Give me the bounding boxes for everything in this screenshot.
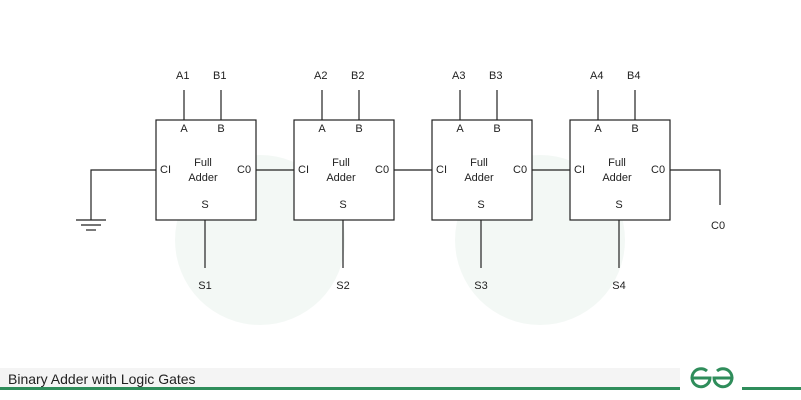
pin-b-label: B [631, 123, 638, 135]
pin-ci-label: CI [160, 164, 171, 176]
footer-caption: Binary Adder with Logic Gates [8, 371, 196, 387]
pin-b-label: B [355, 123, 362, 135]
full-adder-box [155, 119, 257, 221]
adder-title-line2: Adder [602, 172, 632, 184]
input-b-label: B2 [351, 70, 364, 82]
pin-a-label: A [318, 123, 326, 135]
input-a-label: A1 [176, 70, 189, 82]
pin-co-label: C0 [375, 164, 389, 176]
pin-b-label: B [493, 123, 500, 135]
gfg-logo [690, 367, 734, 389]
input-b-label: B3 [489, 70, 502, 82]
pin-a-label: A [456, 123, 464, 135]
footer-line-left [0, 387, 680, 390]
pin-co-label: C0 [651, 164, 665, 176]
input-a-label: A2 [314, 70, 327, 82]
full-adder-box [293, 119, 395, 221]
full-adder-box [431, 119, 533, 221]
pin-co-label: C0 [237, 164, 251, 176]
footer-band [0, 368, 680, 388]
pin-a-label: A [594, 123, 602, 135]
sum-output-label: S3 [474, 280, 487, 292]
sum-output-label: S2 [336, 280, 349, 292]
sum-output-label: S4 [612, 280, 625, 292]
pin-ci-label: CI [298, 164, 309, 176]
ground-symbol [76, 169, 156, 231]
pin-ci-label: CI [574, 164, 585, 176]
pin-s-label: S [477, 199, 484, 211]
adder-title-line1: Full [470, 157, 488, 169]
pin-s-label: S [615, 199, 622, 211]
adder-title-line2: Adder [188, 172, 218, 184]
input-b-label: B1 [213, 70, 226, 82]
adder-title-line2: Adder [326, 172, 356, 184]
full-adder-box [569, 119, 671, 221]
pin-a-label: A [180, 123, 188, 135]
pin-s-label: S [201, 199, 208, 211]
sum-output-label: S1 [198, 280, 211, 292]
pin-co-label: C0 [513, 164, 527, 176]
adder-title-line1: Full [608, 157, 626, 169]
carry-out-label: C0 [711, 220, 725, 232]
footer-line-right [742, 387, 801, 390]
adder-title-line1: Full [332, 157, 350, 169]
adder-title-line2: Adder [464, 172, 494, 184]
carry-out-wire [670, 169, 721, 205]
input-a-label: A4 [590, 70, 603, 82]
pin-s-label: S [339, 199, 346, 211]
pin-b-label: B [217, 123, 224, 135]
input-a-label: A3 [452, 70, 465, 82]
adder-title-line1: Full [194, 157, 212, 169]
input-b-label: B4 [627, 70, 640, 82]
pin-ci-label: CI [436, 164, 447, 176]
